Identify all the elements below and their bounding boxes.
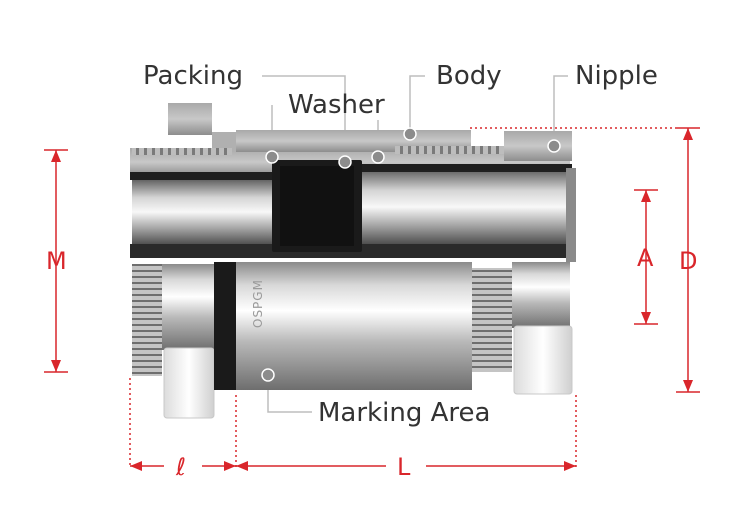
nipple-end — [566, 168, 576, 262]
dot-packing — [338, 155, 352, 169]
label-body: Body — [436, 61, 502, 91]
body-collar — [214, 262, 236, 390]
dim-label-l-small: ℓ — [176, 453, 186, 481]
stamp-text: OSPGM — [251, 279, 265, 328]
nipple-hex — [512, 262, 570, 328]
bore-left — [132, 176, 272, 248]
nipple-top — [504, 131, 572, 161]
dot-body-washer — [371, 150, 385, 164]
leader-body — [409, 75, 425, 131]
dim-label-l-large: L — [397, 453, 411, 481]
nut-hex-face — [163, 347, 215, 419]
dim-label-d: D — [679, 247, 698, 275]
dimension-lines — [44, 127, 700, 471]
body-cylinder — [236, 262, 472, 390]
dot-washer — [265, 150, 279, 164]
label-nipple: Nipple — [575, 61, 658, 91]
bore-shadow-top-right — [362, 164, 572, 172]
bore-shadow-top — [130, 172, 275, 180]
nut-threads-top — [132, 148, 232, 155]
dim-l-small — [130, 461, 236, 471]
dim-label-a: A — [637, 244, 654, 272]
dim-d — [676, 127, 700, 393]
body-thread-right — [472, 268, 512, 372]
nut-hex — [162, 264, 214, 350]
dot-nipple — [547, 139, 561, 153]
label-marking-area: Marking Area — [318, 398, 491, 428]
bore-right — [362, 166, 572, 248]
dim-l-large — [236, 461, 576, 471]
packing-face — [280, 166, 354, 246]
external-view: OSPGM — [132, 262, 573, 419]
dim-m — [44, 149, 68, 373]
nut-thread-left — [132, 264, 162, 376]
nipple-hex-face — [513, 325, 573, 395]
leader-nipple — [553, 75, 568, 146]
section-view — [130, 103, 576, 262]
body-threads-top — [395, 146, 505, 154]
label-packing: Packing — [143, 61, 244, 91]
dim-label-m: M — [46, 247, 67, 275]
label-washer: Washer — [288, 90, 385, 120]
dot-marking — [261, 368, 275, 382]
dim-a — [634, 189, 658, 325]
extension-lines — [129, 127, 676, 468]
nut-top — [168, 103, 212, 135]
dot-body — [403, 127, 417, 141]
